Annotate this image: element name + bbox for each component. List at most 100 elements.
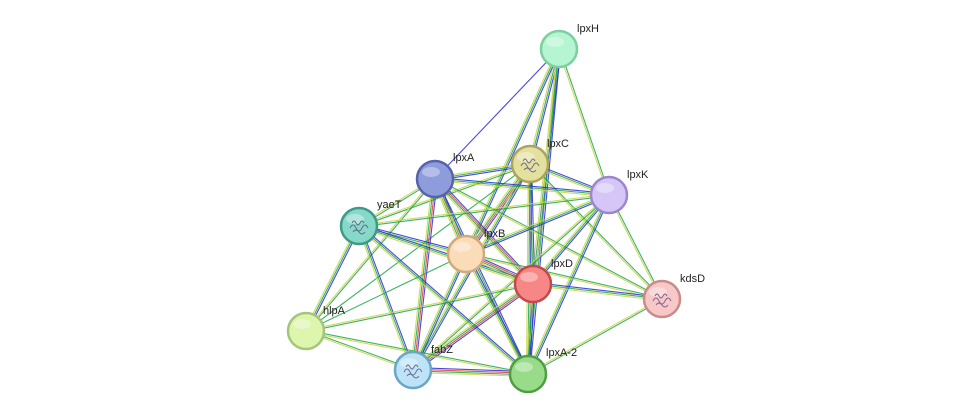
node-circle[interactable] <box>510 144 550 184</box>
edge-line <box>435 177 663 299</box>
node-circle[interactable] <box>642 279 682 319</box>
edge-yaeT-lpxD <box>358 223 534 287</box>
node-label-lpxH: lpxH <box>577 23 599 35</box>
edge-lpxD-kdsD <box>532 281 663 302</box>
edge-lpxB-hlpA <box>305 253 467 332</box>
edge-line <box>305 253 467 332</box>
edge-line <box>411 253 466 370</box>
edge-lpxK-kdsD <box>607 194 664 300</box>
edge-line <box>412 193 609 370</box>
edge-lpxB-lpxA-2 <box>464 253 530 375</box>
edge-line <box>532 285 662 302</box>
edge-line <box>464 254 528 375</box>
edge-line <box>609 194 664 299</box>
edge-line <box>466 253 530 374</box>
edge-lpxA-lpxD <box>432 176 536 287</box>
edge-line <box>305 225 360 332</box>
edge-line <box>306 179 437 332</box>
node-circle[interactable] <box>393 350 433 390</box>
edge-line <box>465 254 662 301</box>
node-label-fabZ: fabZ <box>431 344 453 356</box>
structure-glyph-icon <box>349 220 369 235</box>
edge-line <box>306 284 534 333</box>
edge-lpxH-lpxA-2 <box>525 48 562 375</box>
node-highlight <box>293 319 311 329</box>
edge-line <box>434 178 610 196</box>
edge-line <box>529 49 562 375</box>
node-highlight <box>520 272 538 282</box>
edge-line <box>466 49 561 255</box>
node-highlight <box>400 358 418 368</box>
edge-kdsD-lpxA-2 <box>527 297 663 376</box>
node-circle[interactable] <box>339 206 379 246</box>
edge-line <box>557 49 609 196</box>
node-circle[interactable] <box>539 29 579 69</box>
node-highlight <box>346 214 364 224</box>
edge-line <box>359 224 530 374</box>
node-circle[interactable] <box>286 311 326 351</box>
node-circle[interactable] <box>415 159 455 199</box>
node-highlight <box>649 287 667 297</box>
edge-line <box>413 195 610 372</box>
edge-lpxH-lpxB <box>464 48 561 255</box>
edge-line <box>435 178 530 374</box>
structure-glyph-icon <box>652 293 672 308</box>
edge-line <box>435 176 610 194</box>
edge-line <box>533 281 663 298</box>
edge-line <box>526 194 609 374</box>
node-label-lpxK: lpxK <box>627 169 649 181</box>
edge-line <box>532 283 663 300</box>
edge-line <box>413 179 437 371</box>
edge-line <box>527 48 560 375</box>
edge-lpxB-kdsD <box>465 252 663 301</box>
node-circle[interactable] <box>508 354 548 394</box>
node-lpxA[interactable] <box>415 159 455 199</box>
edge-line <box>465 253 529 375</box>
edge-line <box>434 179 662 301</box>
edge-line <box>607 195 662 300</box>
node-circle[interactable] <box>446 234 486 274</box>
edge-line <box>531 163 536 284</box>
edge-lpxK-lpxA-2 <box>526 194 611 375</box>
network-nodes <box>286 29 682 394</box>
node-yaeT[interactable] <box>339 206 379 246</box>
edge-line <box>414 285 535 373</box>
edge-line <box>412 253 467 371</box>
edge-line <box>411 281 532 369</box>
node-highlight <box>546 37 564 47</box>
node-fabZ[interactable] <box>393 350 433 390</box>
node-circle[interactable] <box>589 175 629 215</box>
edge-lpxD-hlpA <box>305 282 534 333</box>
edge-lpxC-kdsD <box>529 163 663 300</box>
node-lpxB[interactable] <box>446 234 486 274</box>
edge-yaeT-hlpA <box>304 225 361 332</box>
edge-line <box>466 195 610 256</box>
edge-line <box>434 48 560 180</box>
edge-lpxK-yaeT <box>358 193 610 228</box>
node-label-lpxA: lpxA <box>453 152 475 164</box>
node-lpxA-2[interactable] <box>508 354 548 394</box>
node-lpxK[interactable] <box>589 175 629 215</box>
edge-line <box>410 178 434 370</box>
structure-glyph-icon <box>520 158 540 173</box>
node-label-lpxA-2: lpxA-2 <box>546 347 577 359</box>
node-label-hlpA: hlpA <box>323 305 346 317</box>
edge-line <box>464 48 559 254</box>
edge-lpxK-fabZ <box>412 193 610 372</box>
edge-line <box>435 178 534 284</box>
node-highlight <box>515 362 533 372</box>
node-hlpA[interactable] <box>286 311 326 351</box>
edge-line <box>414 179 438 371</box>
node-highlight <box>453 242 471 252</box>
network-labels: lpxHlpxClpxAlpxKyaeTlpxBlpxDkdsDhlpAfabZ… <box>323 23 705 359</box>
node-lpxD[interactable] <box>513 264 553 304</box>
node-highlight <box>422 167 440 177</box>
node-circle[interactable] <box>513 264 553 304</box>
edge-line <box>359 223 534 284</box>
node-lpxC[interactable] <box>510 144 550 184</box>
node-kdsD[interactable] <box>642 279 682 319</box>
node-lpxH[interactable] <box>539 29 579 69</box>
edge-yaeT-fabZ <box>356 225 416 371</box>
edge-line <box>358 225 534 285</box>
edge-lpxA-kdsD <box>434 177 663 301</box>
